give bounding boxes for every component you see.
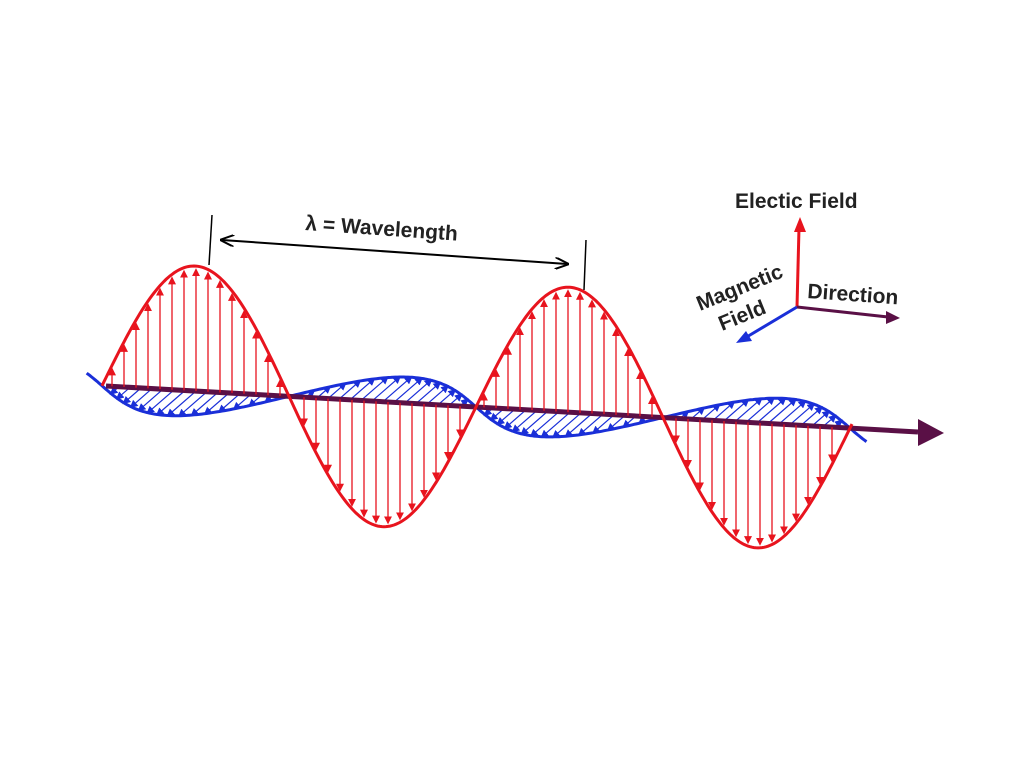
magnetic-vector — [404, 378, 433, 404]
wavelength-arrow — [222, 240, 567, 264]
legend-electric-arrowhead — [794, 217, 806, 232]
magnetic-vector — [503, 409, 527, 430]
magnetic-vector — [327, 382, 347, 400]
propagation-axis — [105, 383, 919, 435]
magnetic-vector — [734, 397, 763, 423]
legend-direction-axis — [796, 305, 889, 319]
magnetic-vector — [606, 414, 626, 432]
direction-label: Direction — [807, 280, 899, 309]
legend-magnetic-arrowhead — [736, 331, 752, 343]
magnetic-vector — [591, 414, 615, 435]
magnetic-vector — [155, 390, 186, 416]
wavelength-label: λ = Wavelength — [305, 212, 459, 246]
magnetic-vector — [360, 376, 389, 401]
magnetic-vector — [382, 375, 413, 403]
magnetic-vector — [712, 400, 736, 421]
magnetic-vector — [190, 391, 219, 417]
magnetic-vector — [745, 396, 776, 423]
magnetic-vector — [529, 411, 560, 438]
magnetic-vector — [540, 411, 571, 439]
magnetic-vector — [137, 388, 164, 412]
legend-electric-axis — [795, 227, 801, 308]
wavelength-tick-left — [208, 214, 213, 266]
magnetic-vector — [166, 390, 197, 417]
magnetic-vector — [129, 388, 153, 409]
magnetic-vector — [551, 412, 582, 439]
wavelength-tick-right — [583, 239, 587, 291]
magnetic-vector — [217, 393, 241, 413]
magnetic-vector — [437, 388, 457, 406]
electric-field-vectors — [108, 268, 836, 546]
magnetic-vector — [811, 410, 831, 427]
legend-direction-arrowhead — [886, 311, 900, 324]
magnetic-vector — [701, 403, 721, 421]
magnetic-vector — [415, 381, 442, 405]
legend-magnetic-axis — [744, 305, 798, 340]
magnetic-vector — [496, 408, 516, 426]
magnetic-vector — [767, 398, 798, 424]
magnetic-vector — [723, 398, 750, 422]
magnetic-vector — [564, 413, 593, 438]
magnetic-vector — [778, 400, 807, 425]
magnetic-vector — [232, 393, 252, 411]
electric-field-wave — [100, 264, 854, 550]
magnetic-vector — [789, 402, 816, 426]
magnetic-vector — [577, 413, 604, 437]
magnetic-vector — [800, 406, 824, 426]
magnetic-vector — [371, 375, 402, 402]
magnetic-vector — [393, 377, 424, 403]
magnetic-vector — [520, 410, 549, 436]
magnetic-vector — [122, 387, 142, 405]
magnetic-vector — [426, 384, 450, 405]
magnetic-vector — [511, 409, 538, 433]
magnetic-vector — [203, 392, 230, 415]
magnetic-vector — [177, 391, 208, 418]
magnetic-vector — [349, 377, 376, 401]
magnetic-vector — [338, 379, 362, 400]
magnetic-vector — [756, 397, 787, 424]
electric-field-label: Electic Field — [735, 190, 858, 213]
propagation-arrowhead — [918, 419, 944, 446]
magnetic-vector — [146, 389, 175, 415]
